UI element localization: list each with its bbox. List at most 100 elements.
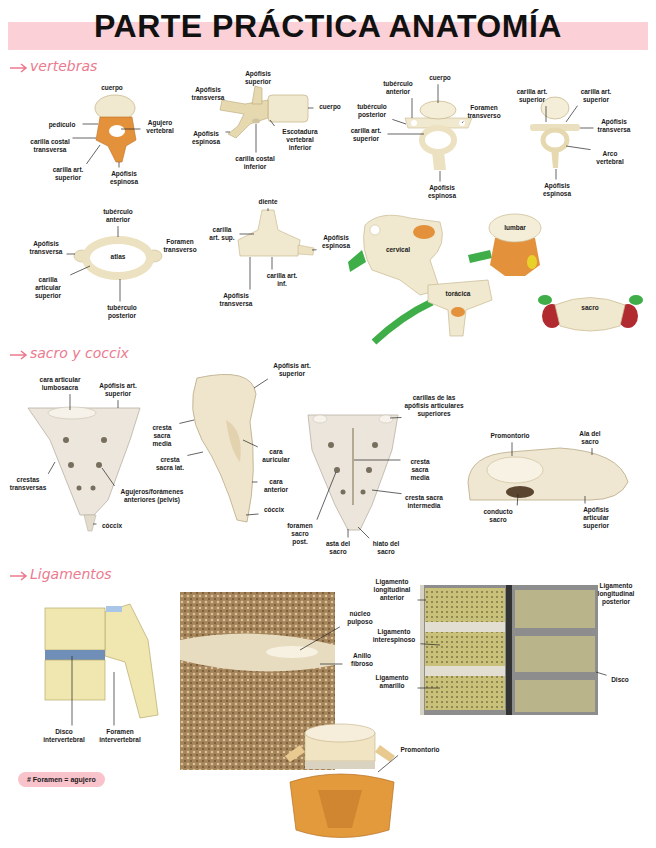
part-label: lumbar	[500, 224, 530, 232]
leader-line	[556, 169, 557, 180]
thoracic-photo-part	[428, 280, 492, 336]
leader-line	[73, 138, 97, 139]
vertebra-side-view-part	[252, 86, 262, 104]
part-label: asta del sacro	[324, 540, 352, 556]
sacrum-anterior-part	[63, 437, 107, 491]
sacrum-posterior-part	[328, 442, 378, 495]
leader-line	[252, 482, 258, 483]
section-arrow-part	[10, 64, 26, 72]
part-label: cuerpo	[316, 103, 344, 111]
lumbar-with-disc	[45, 604, 158, 718]
part-label: cuerpo	[427, 74, 453, 82]
leader-line	[580, 128, 594, 129]
leader-line	[372, 490, 402, 494]
leader-line	[418, 688, 441, 689]
part-label: Apófisis espinosa	[425, 184, 459, 200]
part-label: Agujeros/forámenes anteriores (pelvis)	[116, 488, 188, 504]
leader-line	[70, 266, 90, 275]
part-label: cresta sacra intermedia	[404, 494, 444, 510]
leader-line	[121, 129, 141, 130]
part-label: Apófisis art. superior	[98, 382, 138, 398]
part-label: Apófisis espinosa	[189, 130, 223, 146]
part-label: cervical	[381, 246, 415, 254]
leader-line	[412, 98, 413, 118]
ligament-section-part	[515, 590, 595, 628]
thoracic-photo	[374, 280, 492, 342]
sacrum-posterior-part	[352, 428, 354, 505]
part-label: cuerpo	[97, 84, 127, 92]
axis-vertebra	[238, 210, 314, 256]
ligament-section-part	[425, 588, 505, 622]
leader-line	[546, 106, 547, 122]
sacrum-photo-part	[629, 295, 643, 305]
lumbosacral-model-part	[290, 774, 394, 838]
leader-line	[592, 448, 593, 455]
leader-line	[254, 379, 268, 388]
sacrum-anterior-part	[91, 486, 96, 491]
atlas-vertebra	[74, 240, 162, 276]
leader-line	[512, 442, 513, 456]
part-label: atlas	[106, 253, 130, 261]
part-label: tubérculo anterior	[98, 208, 138, 224]
leader-line	[392, 119, 406, 124]
thoracic-vertebra-part	[543, 130, 567, 150]
leader-line	[250, 257, 251, 290]
part-label: Foramen transverso	[465, 104, 503, 120]
part-label: Apófisis espinosa	[540, 182, 574, 198]
part-label: carilla costal transversa	[30, 138, 70, 154]
section-arrow-part	[10, 351, 26, 359]
sacrum-posterior-part	[341, 490, 346, 495]
part-label: carilla art. superior	[516, 88, 548, 104]
sacrum-photo	[538, 295, 643, 331]
part-label: foramen sacro post.	[284, 522, 316, 545]
sacrum-lateral-part	[226, 420, 241, 462]
sacrum-posterior-part	[308, 415, 398, 530]
ligament-section-part	[425, 676, 505, 710]
vertebra-top-view-part	[96, 117, 136, 162]
cervical-photo-part	[370, 225, 380, 235]
atlas-vertebra-part	[86, 240, 150, 276]
part-label: Foramen intervertebral	[96, 728, 144, 744]
part-label: carillas de las apófisis articulares sup…	[404, 394, 464, 417]
lumbar-photo-part	[468, 250, 492, 263]
lumbar-photo-part	[527, 255, 537, 269]
part-label: Disco	[609, 676, 631, 684]
part-label: pedículo	[44, 121, 80, 129]
part-label: Apófisis espinosa	[107, 170, 141, 186]
leader-line	[438, 84, 439, 103]
axis-vertebra-part	[238, 210, 300, 256]
leader-line	[566, 106, 578, 122]
part-label: crestas transversas	[9, 476, 47, 492]
leader-line	[388, 134, 425, 135]
part-label: Apófisis superior	[238, 70, 278, 86]
ligament-section-part	[515, 636, 595, 672]
leader-line	[120, 279, 121, 302]
leader-line	[517, 494, 519, 506]
leader-line	[119, 162, 120, 168]
lumbar-photo	[468, 214, 541, 276]
leader-line	[378, 755, 398, 772]
sacrum-photo-part	[555, 298, 625, 332]
sacrum-posterior-part	[366, 467, 372, 473]
cervical-photo-part	[413, 225, 435, 239]
sacrum-top-view-part	[468, 448, 628, 500]
thoracic-vertebra-part	[551, 148, 559, 168]
part-label: Apófisis transversa	[217, 292, 255, 308]
sacrum-posterior-part	[372, 442, 378, 448]
sacrum-top-view-part	[506, 486, 534, 498]
leader-line	[320, 664, 343, 665]
leader-line	[246, 514, 259, 515]
leader-line	[358, 527, 369, 538]
part-label: Ala del sacro	[572, 430, 608, 446]
leader-line	[187, 452, 203, 455]
part-label: cara articular lumbosacra	[37, 376, 83, 392]
part-label: cara anterior	[260, 478, 292, 494]
axis-vertebra-part	[298, 245, 314, 255]
section-heading: Ligamentos	[30, 566, 112, 583]
part-label: cresta sacra media	[403, 458, 437, 481]
leader-line	[93, 524, 97, 525]
cervical-photo-part	[348, 250, 366, 272]
thoracic-vertebra	[530, 97, 580, 168]
leader-line	[70, 394, 71, 410]
sacrum-anterior-part	[48, 407, 96, 419]
